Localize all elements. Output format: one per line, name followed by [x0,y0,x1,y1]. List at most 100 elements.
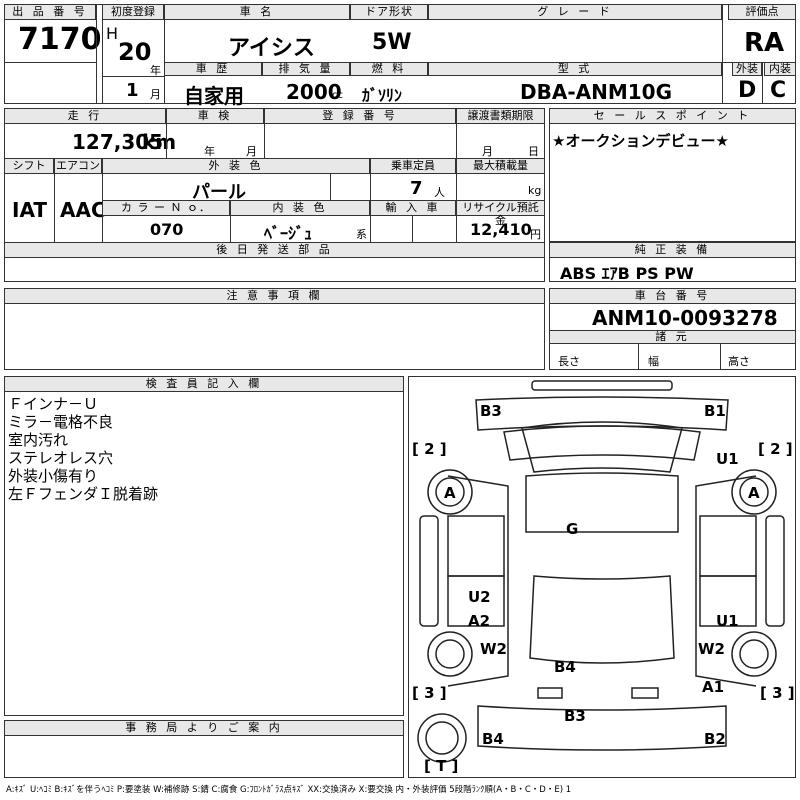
reg-col-left [102,4,103,104]
ac-header: エアコン [54,158,102,174]
shift-col [54,158,55,242]
svg-text:U2: U2 [468,588,491,606]
reg-no-header: 登 録 番 号 [264,108,456,124]
grade-header: グ レ ー ド [428,4,722,20]
capacity-value: 7 [410,178,423,199]
score-col [722,4,723,104]
mid-col-3 [456,108,457,158]
inspector-line: Ｆインナ－Ｕ [8,395,99,413]
import-col [370,200,371,242]
mid-col-2 [264,108,265,158]
specs-header: 諸 元 [549,330,796,344]
shift-header: シフト [4,158,54,174]
recycle-unit: 円 [530,228,541,241]
displacement-unit: cc [332,90,343,101]
import-header: 輸 入 車 [370,200,456,216]
color-no-header: カ ラ ー Ｎ ｏ． [102,200,230,216]
svg-text:W2: W2 [698,640,725,658]
reg-month: 1 [126,80,139,101]
color-no-value: 070 [150,220,184,239]
svg-text:G: G [566,520,578,538]
car-diagram-box [408,376,796,778]
mileage-unit: km [142,130,177,154]
ext-color-header: 外 装 色 [102,158,370,174]
legend: A:ｷｽﾞ U:ﾍｺﾐ B:ｷｽﾞを伴うﾍｺﾐ P:要塗装 W:補修跡 S:錆 … [6,785,572,795]
score-header: 評価点 [728,4,796,20]
inspection-month: 月 [246,145,257,158]
reg-col-right [164,4,165,104]
recycle-header: リサイクル預託金 [456,200,545,227]
spec-length: 長さ [558,355,580,368]
svg-text:B2: B2 [704,730,726,748]
inspector-line: ステレオレス穴 [8,449,114,467]
lot-number: 7170 [18,22,102,57]
interior-header: 内装 [764,62,796,76]
inspection-header: 車 検 [166,108,264,124]
top-section [4,4,796,104]
inspection-year: 年 [204,145,215,158]
svg-text:[ 2 ]: [ 2 ] [758,440,793,458]
score-mid-col [762,62,763,104]
sales-box [549,108,796,242]
spec-col-2 [720,344,721,370]
mileage-header: 走 行 [4,108,166,124]
capacity-unit: 人 [434,186,445,199]
svg-text:[ 3 ]: [ 3 ] [760,684,795,702]
exterior-value: D [738,78,757,103]
int-color-header: 内 装 色 [230,200,370,216]
svg-text:B3: B3 [564,707,586,725]
displacement-value: 2000 [286,80,342,104]
later-parts-header: 後 日 発 送 部 品 [4,242,545,258]
capacity-header: 乗車定員 [370,158,456,174]
inspector-notes: Ｆインナ－Ｕ ミラ－電格不良 室内汚れ ステレオレス穴 外装小傷有り 左Ｆフェン… [8,395,158,503]
svg-text:B1: B1 [704,402,726,420]
reg-divider [102,76,164,77]
spec-width: 幅 [648,355,659,368]
ext-color-value: パール [192,182,246,203]
int-color-unit: 系 [356,228,367,241]
history-header: 車 歴 [164,62,262,76]
inspector-line: 外装小傷有り [8,467,99,485]
displacement-header: 排 気 量 [262,62,350,76]
car-diagram: B3 B1 [ 2 ] [ 2 ] U1 A A G U2 A2 U1 W2 W… [412,380,795,775]
inspector-line: 左ＦフェンダＩ脱着跡 [8,485,159,503]
reg-year-unit: 年 [150,64,161,77]
svg-text:A: A [444,484,456,502]
import-sub-col [412,216,413,242]
notes-header: 注 意 事 項 欄 [4,288,545,304]
door-type: 5W [372,30,412,55]
svg-text:A1: A1 [702,678,724,696]
shift-value: IAT [12,198,48,222]
car-name: アイシス [228,36,315,61]
ac-value: AAC [60,198,106,222]
reg-month-unit: 月 [150,88,161,101]
svg-text:B4: B4 [554,658,576,676]
first-reg-header: 初度登録 [102,4,164,20]
color-col [230,200,231,242]
fuel-value: ｶﾞｿﾘﾝ [362,86,403,105]
max-load-header: 最大積載量 [456,158,545,174]
model-value: DBA-ANM10G [520,80,672,104]
equipment-text: ABS ｴｱB PS PW [560,264,694,283]
fuel-header: 燃 料 [350,62,428,76]
svg-text:U1: U1 [716,450,739,468]
inspector-box [4,376,404,716]
history-value: 自家用 [184,84,244,108]
svg-text:B3: B3 [480,402,502,420]
svg-text:[ T ]: [ T ] [424,757,458,775]
svg-text:A: A [748,484,760,502]
inspector-line: 室内汚れ [8,431,69,449]
svg-text:B4: B4 [482,730,504,748]
svg-text:[ 3 ]: [ 3 ] [412,684,447,702]
mileage-value: 127,305 [72,130,164,154]
recycle-value: 12,410 [470,220,532,239]
interior-value: C [770,78,787,103]
cap-col [370,158,371,200]
sales-header: セ ー ル ス ポ イ ン ト [549,108,796,124]
lot-no-header: 出 品 番 号 [4,4,96,20]
lot-divider [4,62,96,63]
reg-year: 20 [118,38,152,66]
chassis-number: ANM10-0093278 [592,306,778,330]
model-header: 型 式 [428,62,722,76]
transfer-header: 譲渡書類期限 [456,108,545,124]
